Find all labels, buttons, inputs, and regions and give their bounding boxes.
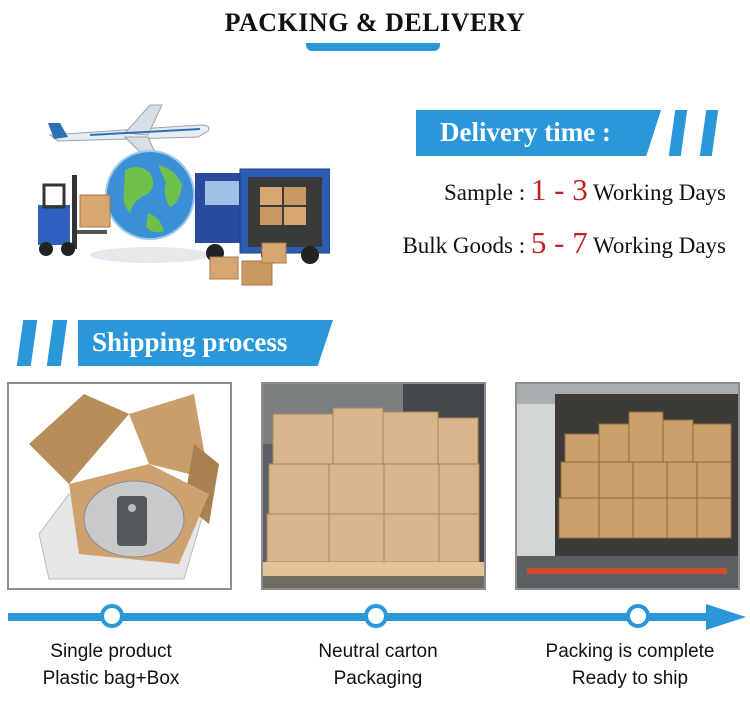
bulk-label: Bulk Goods :	[402, 233, 531, 258]
sample-unit: Working Days	[587, 180, 726, 205]
decorative-stripe	[46, 320, 68, 366]
title-underline	[306, 43, 440, 51]
timeline-node	[100, 604, 124, 628]
shipping-process-banner: Shipping process	[78, 320, 333, 366]
decorative-stripe	[16, 320, 38, 366]
step-line-2: Ready to ship	[571, 668, 689, 689]
photo-loaded-container	[515, 382, 740, 590]
shipping-process-heading: Shipping process	[92, 327, 288, 357]
step-label-packing-complete: Packing is complete Ready to ship	[505, 638, 750, 692]
truck-icon	[195, 168, 330, 264]
timeline-arrow-icon	[706, 604, 746, 630]
logistics-illustration	[38, 104, 330, 286]
delivery-time-banner: Delivery time :	[416, 110, 661, 156]
step-line-1: Neutral carton	[318, 641, 438, 662]
step-line-1: Packing is complete	[545, 641, 715, 662]
sample-delivery-line: Sample : 1 - 3 Working Days	[444, 172, 726, 208]
step-label-single-product: Single product Plastic bag+Box	[0, 638, 236, 692]
step-line-2: Plastic bag+Box	[42, 668, 180, 689]
decorative-stripe	[668, 110, 688, 156]
timeline-node	[626, 604, 650, 628]
timeline-line	[8, 613, 713, 621]
step-line-1: Single product	[50, 641, 172, 662]
bulk-delivery-line: Bulk Goods : 5 - 7 Working Days	[402, 225, 726, 261]
forklift-icon	[38, 175, 111, 256]
sample-range: 1 - 3	[530, 172, 588, 207]
page-title: PACKING & DELIVERY	[224, 8, 526, 37]
photo-single-product-box	[7, 382, 232, 590]
globe-icon	[90, 150, 210, 263]
cardboard-box-icon	[209, 242, 287, 286]
airplane-icon	[48, 104, 210, 158]
decorative-stripe	[699, 110, 719, 156]
timeline-node	[364, 604, 388, 628]
bulk-unit: Working Days	[587, 233, 726, 258]
photo-neutral-cartons-pallet	[261, 382, 486, 590]
step-label-neutral-carton: Neutral carton Packaging	[253, 638, 503, 692]
delivery-time-heading: Delivery time :	[440, 117, 611, 147]
step-line-2: Packaging	[333, 668, 423, 689]
bulk-range: 5 - 7	[530, 225, 588, 260]
sample-label: Sample :	[444, 180, 531, 205]
